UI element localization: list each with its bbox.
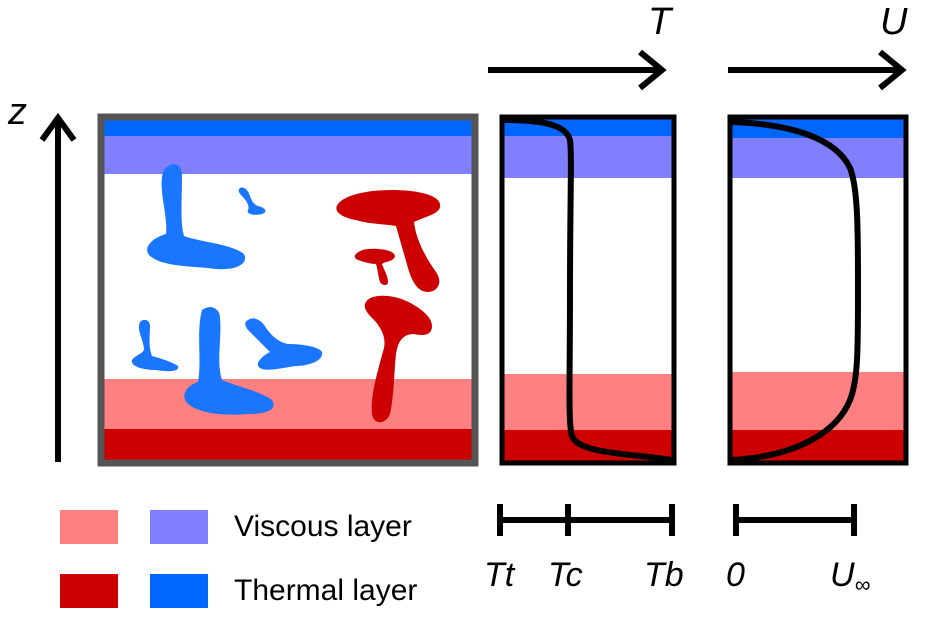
velocity-axis: U [728, 1, 908, 91]
velocity-panel-frame [727, 114, 909, 466]
legend-swatch-viscous-red [60, 510, 118, 544]
top-thermal-layer [101, 117, 475, 136]
bottom-viscous-layer [101, 379, 475, 429]
legend-thermal-label: Thermal layer [234, 574, 417, 607]
velocity-axis-label: U [880, 1, 908, 43]
z-axis: z [7, 91, 77, 462]
legend-swatch-viscous-blue [150, 510, 208, 544]
cold-plume [245, 318, 323, 370]
temperature-top-label: Tt [484, 556, 516, 594]
temperature-bottom-label: Tb [644, 556, 684, 594]
temperature-panel-frame [499, 114, 677, 466]
hot-plume [364, 295, 432, 423]
bottom-thermal-layer [101, 429, 475, 463]
temperature-curve [503, 117, 675, 463]
temperature-scale: Tt Tc Tb [484, 504, 684, 594]
z-axis-label: z [7, 91, 27, 133]
cold-plume [131, 319, 179, 372]
temperature-axis-label: T [648, 1, 674, 43]
velocity-curve [731, 119, 861, 463]
hot-plumes [336, 190, 441, 423]
legend: Viscous layer Thermal layer [60, 510, 417, 608]
temperature-profile-panel [499, 114, 677, 466]
convection-cell [97, 113, 479, 467]
velocity-scale: 0 U∞ [726, 504, 870, 597]
velocity-zero-label: 0 [726, 556, 745, 594]
legend-swatch-thermal-red [60, 574, 118, 608]
hot-plume [336, 190, 441, 292]
cold-plumes [131, 164, 323, 415]
legend-viscous-label: Viscous layer [234, 510, 412, 543]
temperature-axis: T [488, 1, 674, 91]
cold-plume [238, 187, 266, 215]
velocity-profile-panel [727, 114, 909, 466]
cold-plume [184, 307, 274, 415]
cell-frame [97, 113, 479, 467]
top-viscous-layer [101, 136, 475, 174]
hot-plume [354, 248, 395, 285]
temperature-center-label: Tc [548, 556, 583, 594]
velocity-free-stream-label: U∞ [830, 556, 870, 597]
legend-swatch-thermal-blue [150, 574, 208, 608]
cold-plume [147, 164, 246, 270]
